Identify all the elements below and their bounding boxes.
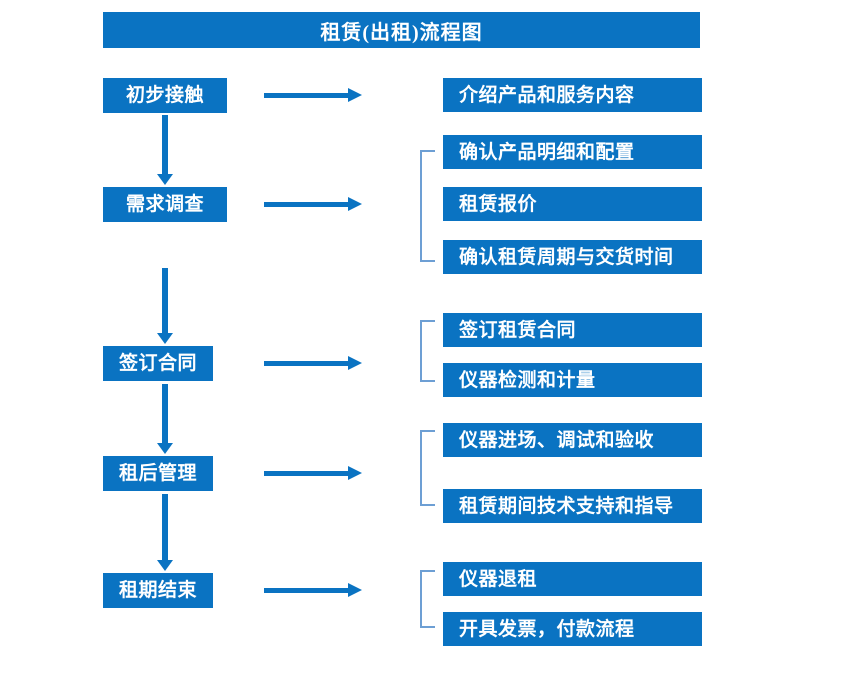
stage-box-post-rental-management[interactable]: 租后管理 bbox=[103, 456, 213, 491]
stage-box-sign-contract[interactable]: 签订合同 bbox=[103, 346, 213, 381]
arrow-stem bbox=[264, 361, 350, 366]
stage-box-initial-contact[interactable]: 初步接触 bbox=[103, 78, 227, 113]
detail-box-instrument-return[interactable]: 仪器退租 bbox=[443, 562, 702, 596]
arrow-down-demand-to-contract bbox=[157, 268, 173, 344]
arrow-stem bbox=[264, 471, 350, 476]
arrow-head bbox=[348, 88, 362, 102]
arrow-stem bbox=[162, 115, 168, 174]
detail-box-confirm-product-spec[interactable]: 确认产品明细和配置 bbox=[443, 135, 702, 169]
detail-box-instrument-onsite-commissioning[interactable]: 仪器进场、调试和验收 bbox=[443, 423, 702, 457]
arrow-right-post-rental-management bbox=[264, 466, 364, 480]
stage-box-demand-survey[interactable]: 需求调查 bbox=[103, 187, 227, 222]
arrow-down-contract-to-post-rental bbox=[157, 384, 173, 454]
arrow-head bbox=[348, 466, 362, 480]
arrow-down-initial-to-demand bbox=[157, 115, 173, 185]
group-bracket-rental-end bbox=[420, 570, 435, 628]
detail-box-confirm-period-delivery[interactable]: 确认租赁周期与交货时间 bbox=[443, 240, 702, 274]
detail-box-rental-quotation[interactable]: 租赁报价 bbox=[443, 187, 702, 221]
arrow-stem bbox=[162, 384, 168, 443]
arrow-down-post-rental-to-rental-end bbox=[157, 494, 173, 571]
arrow-right-initial-contact bbox=[264, 88, 364, 102]
arrow-head bbox=[157, 560, 173, 571]
detail-box-technical-support[interactable]: 租赁期间技术支持和指导 bbox=[443, 489, 702, 523]
group-bracket-post-rental-management bbox=[420, 430, 435, 506]
detail-box-invoice-payment[interactable]: 开具发票，付款流程 bbox=[443, 612, 702, 646]
arrow-stem bbox=[264, 588, 350, 593]
page-title: 租赁(出租)流程图 bbox=[103, 12, 700, 48]
group-bracket-demand-survey bbox=[420, 150, 435, 262]
arrow-stem bbox=[264, 93, 350, 98]
arrow-stem bbox=[264, 202, 350, 207]
detail-box-introduce-products[interactable]: 介绍产品和服务内容 bbox=[443, 78, 702, 112]
arrow-right-sign-contract bbox=[264, 356, 364, 370]
arrow-head bbox=[348, 356, 362, 370]
detail-box-instrument-inspection[interactable]: 仪器检测和计量 bbox=[443, 363, 702, 397]
detail-box-sign-rental-contract[interactable]: 签订租赁合同 bbox=[443, 313, 702, 347]
arrow-head bbox=[157, 333, 173, 344]
arrow-stem bbox=[162, 268, 168, 333]
arrow-right-rental-end bbox=[264, 583, 364, 597]
arrow-head bbox=[157, 174, 173, 185]
arrow-head bbox=[348, 583, 362, 597]
arrow-stem bbox=[162, 494, 168, 560]
arrow-head bbox=[348, 197, 362, 211]
group-bracket-sign-contract bbox=[420, 320, 435, 382]
arrow-right-demand-survey bbox=[264, 197, 364, 211]
arrow-head bbox=[157, 443, 173, 454]
stage-box-rental-end[interactable]: 租期结束 bbox=[103, 573, 213, 608]
